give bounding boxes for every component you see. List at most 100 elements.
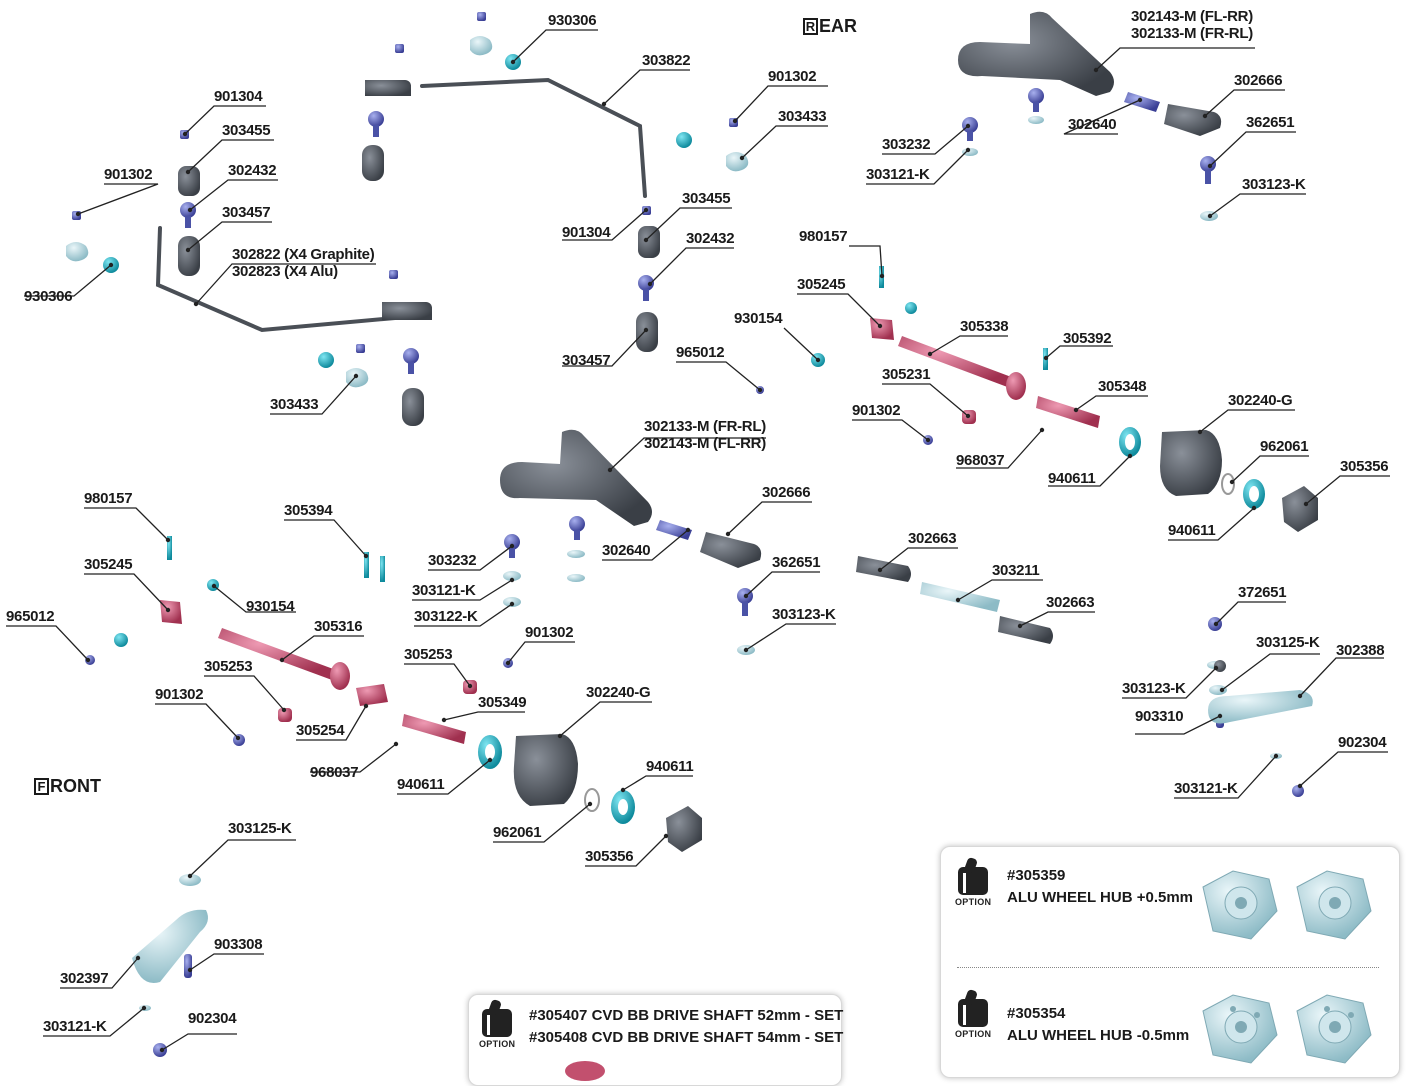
part-label-multi: 302822 (X4 Graphite) 302823 (X4 Alu)	[232, 246, 375, 280]
part-label: 930306	[24, 288, 73, 305]
part-label: 303822	[642, 52, 691, 69]
part-label: 962061	[493, 824, 542, 841]
part-label: 302432	[228, 162, 277, 179]
option-word: OPTION	[955, 897, 992, 907]
part-label: 305253	[404, 646, 453, 663]
part-label: 303121-K	[43, 1018, 107, 1035]
part-label: 303121-K	[866, 166, 930, 183]
part-label: 303123-K	[1122, 680, 1186, 697]
part-label: 302240-G	[1228, 392, 1293, 409]
part-label: 305253	[204, 658, 253, 675]
part-label: 302640	[602, 542, 651, 559]
part-label: 901302	[525, 624, 574, 641]
part-label: 302397	[60, 970, 109, 987]
part-label: 965012	[6, 608, 55, 625]
part-label: 303211	[992, 562, 1040, 579]
part-label: 303122-K	[414, 608, 478, 625]
part-label: 362651	[1246, 114, 1295, 131]
part-label: 980157	[799, 228, 848, 245]
option-line: #305407 CVD BB DRIVE SHAFT 52mm - SET	[529, 1007, 844, 1024]
part-label: 305349	[478, 694, 527, 711]
part-label: 903310	[1135, 708, 1184, 725]
part-label: 940611	[1048, 470, 1096, 487]
option-text: #305359 ALU WHEEL HUB +0.5mm	[1007, 865, 1193, 909]
part-label: 305254	[296, 722, 345, 739]
part-label: 903308	[214, 936, 263, 953]
part-label: 901304	[562, 224, 611, 241]
part-label: 303433	[778, 108, 827, 125]
option-line: #305359	[1007, 867, 1066, 884]
option-text: #305407 CVD BB DRIVE SHAFT 52mm - SET #3…	[529, 1005, 843, 1049]
part-label: 305316	[314, 618, 363, 635]
alu-hub-minus-image	[1202, 994, 1372, 1064]
part-label: 980157	[84, 490, 133, 507]
part-label: 303455	[682, 190, 731, 207]
part-label: 940611	[397, 776, 445, 793]
part-label: 303455	[222, 122, 271, 139]
anti-roll-bar-rear	[420, 77, 647, 198]
part-label: 303433	[270, 396, 319, 413]
part-label: 305245	[84, 556, 133, 573]
part-label: 302666	[1234, 72, 1283, 89]
option-line: #305408 CVD BB DRIVE SHAFT 54mm - SET	[529, 1029, 844, 1046]
part-label: 302640	[1068, 116, 1117, 133]
part-label: 930154	[246, 598, 295, 615]
part-label-line: 302133-M (FR-RL)	[1131, 25, 1253, 42]
leader-lines	[6, 29, 1390, 1051]
anti-roll-bar-front	[155, 226, 397, 333]
part-label-line: 302823 (X4 Alu)	[232, 263, 338, 280]
part-label-line: 302143-M (FL-RR)	[644, 435, 766, 452]
option-word: OPTION	[955, 1029, 992, 1039]
part-label: 303121-K	[412, 582, 476, 599]
part-label: 305356	[1340, 458, 1389, 475]
alu-parts	[66, 36, 1313, 1011]
part-label: 302388	[1336, 642, 1385, 659]
option-box-drive-shaft: OPTION #305407 CVD BB DRIVE SHAFT 52mm -…	[468, 994, 843, 1086]
part-label: 372651	[1238, 584, 1287, 601]
part-label: 968037	[956, 452, 1005, 469]
drive-shafts	[160, 318, 1100, 744]
part-label: 940611	[1168, 522, 1216, 539]
part-label: 305348	[1098, 378, 1147, 395]
part-label: 901302	[155, 686, 204, 703]
part-label: 940611	[646, 758, 694, 775]
steering-rods	[656, 92, 1222, 644]
option-line: ALU WHEEL HUB +0.5mm	[1007, 889, 1194, 906]
part-label-line: 302822 (X4 Graphite)	[232, 246, 375, 263]
option-line: ALU WHEEL HUB -0.5mm	[1007, 1027, 1190, 1044]
part-label: 930154	[734, 310, 783, 327]
part-label: 901304	[214, 88, 263, 105]
part-label: 303121-K	[1174, 780, 1238, 797]
part-label: 305392	[1063, 330, 1112, 347]
part-label-line: 302133-M (FR-RL)	[644, 418, 766, 435]
option-word: OPTION	[479, 1039, 516, 1049]
part-label: 901302	[104, 166, 153, 183]
part-label: 303123-K	[1242, 176, 1306, 193]
part-label: 305231	[882, 366, 931, 383]
alu-hub-plus-image	[1202, 870, 1372, 940]
part-label: 303457	[562, 352, 611, 369]
part-label: 303457	[222, 204, 271, 221]
teal-parts	[103, 54, 1265, 824]
leader-dots	[75, 59, 1309, 1053]
hub-carriers	[513, 430, 1318, 852]
part-label-multi: 302143-M (FL-RR) 302133-M (FR-RL)	[1131, 8, 1253, 42]
rear-heading-rest: EAR	[819, 16, 858, 36]
part-label: 305356	[585, 848, 634, 865]
part-label-line: 302143-M (FL-RR)	[1131, 8, 1253, 25]
part-label: 305394	[284, 502, 333, 519]
part-label: 930306	[548, 12, 597, 29]
option-divider	[957, 967, 1379, 968]
part-label-multi: 302133-M (FR-RL) 302143-M (FL-RR)	[644, 418, 766, 452]
option-box-wheel-hubs: OPTION #305359 ALU WHEEL HUB +0.5mm OPTI…	[940, 846, 1400, 1078]
option-line: #305354	[1007, 1005, 1066, 1022]
option-text: #305354 ALU WHEEL HUB -0.5mm	[1007, 1003, 1189, 1047]
thumbs-up-icon: OPTION	[479, 1009, 515, 1053]
part-label: 302663	[908, 530, 957, 547]
front-heading-rest: RONT	[50, 776, 101, 796]
part-label: 305338	[960, 318, 1009, 335]
thumbs-up-icon: OPTION	[955, 999, 991, 1043]
